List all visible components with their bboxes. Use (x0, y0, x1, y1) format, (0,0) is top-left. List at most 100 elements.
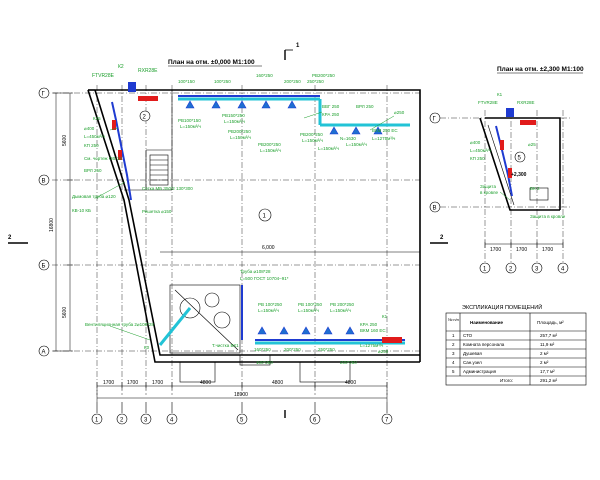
svg-text:5: 5 (518, 156, 522, 162)
svg-text:2: 2 (8, 235, 12, 241)
svg-text:5600: 5600 (62, 307, 68, 318)
svg-text:РВ 200*250: РВ 200*250 (330, 302, 355, 307)
svg-text:L=150м³/ч: L=150м³/ч (346, 142, 367, 147)
svg-text:Труба ⌀108*28: Труба ⌀108*28 (240, 269, 271, 274)
svg-text:100*250: 100*250 (256, 360, 273, 365)
svg-text:2: 2 (440, 235, 444, 241)
svg-text:7: 7 (385, 418, 389, 424)
svg-text:1700: 1700 (127, 380, 138, 386)
svg-text:3: 3 (144, 418, 148, 424)
svg-text:5: 5 (240, 418, 244, 424)
side-plan-walls (479, 117, 561, 211)
svg-text:ВРЛ 250: ВРЛ 250 (84, 168, 102, 173)
svg-text:К2: К2 (118, 64, 124, 70)
section-cut-2: 2 2 (8, 235, 448, 244)
svg-text:Сан.узел: Сан.узел (463, 360, 482, 365)
svg-text:РВ 100*250: РВ 100*250 (298, 302, 323, 307)
svg-text:1700: 1700 (152, 380, 163, 386)
svg-text:в кровле: в кровле (480, 190, 499, 195)
svg-text:RXR28E: RXR28E (138, 68, 158, 74)
svg-text:100*250: 100*250 (214, 79, 231, 84)
svg-text:L=150м³/ч: L=150м³/ч (230, 135, 251, 140)
svg-text:6: 6 (313, 418, 317, 424)
svg-text:1700: 1700 (490, 247, 501, 253)
svg-text:РВ200*250: РВ200*250 (228, 129, 251, 134)
table-header-area: Площадь, м² (537, 320, 564, 325)
table-header-name: Наименование (470, 320, 504, 325)
svg-text:L=150м³/ч: L=150м³/ч (180, 124, 201, 129)
section-mark-1: 1 (284, 43, 300, 418)
svg-text:1700: 1700 (103, 380, 114, 386)
svg-text:160*250: 160*250 (256, 73, 273, 78)
svg-text:В: В (42, 179, 46, 185)
svg-text:2 м²: 2 м² (540, 351, 549, 356)
table-row: 5 (452, 369, 455, 374)
svg-text:РВ100*150: РВ100*150 (178, 118, 201, 123)
svg-text:РВ200*250: РВ200*250 (300, 132, 323, 137)
svg-text:4800: 4800 (200, 380, 211, 386)
svg-text:Б: Б (42, 264, 46, 270)
table-total-value: 291,2 м² (540, 378, 558, 383)
table-total-label: Итого: (500, 378, 513, 383)
svg-text:1: 1 (95, 418, 99, 424)
svg-text:РВ200*250: РВ200*250 (258, 142, 281, 147)
svg-text:17,7 м²: 17,7 м² (540, 369, 555, 374)
svg-text:11,9 м²: 11,9 м² (540, 342, 555, 347)
side-plan-ducts (495, 108, 536, 197)
svg-text:4: 4 (561, 267, 565, 273)
bottom-diffusers (257, 326, 355, 335)
svg-text:ВРЛ 250: ВРЛ 250 (356, 104, 374, 109)
svg-text:⌀250: ⌀250 (394, 110, 405, 115)
svg-text:200*250: 200*250 (284, 347, 301, 352)
main-bottom-dims: 1700 1700 1700 4800 4800 4800 18900 (96, 380, 388, 402)
side-plan-title: План на отм. ±2,300 М1:100 (497, 66, 584, 73)
svg-text:Вентиляционная труба 2⌀108*28: Вентиляционная труба 2⌀108*28 (85, 322, 154, 327)
svg-text:К1: К1 (497, 92, 503, 97)
svg-text:ВК-2: ВК-2 (530, 186, 540, 191)
svg-text:КРА 250: КРА 250 (322, 112, 340, 117)
span-label: 6,000 (262, 245, 275, 251)
svg-text:L=150м³/ч: L=150м³/ч (260, 148, 281, 153)
side-level-mark: +2,300 (511, 172, 527, 178)
svg-text:5600: 5600 (62, 135, 68, 146)
svg-text:Защита в кровле: Защита в кровле (530, 214, 566, 219)
svg-text:ВКМ 160 ЕС: ВКМ 160 ЕС (360, 328, 386, 333)
main-column-markers: 1 2 3 4 5 6 7 (91, 402, 393, 425)
svg-text:⌀250: ⌀250 (378, 349, 389, 354)
svg-text:Г: Г (433, 117, 437, 123)
svg-text:ВВГ 250: ВВГ 250 (322, 104, 340, 109)
svg-text:250*250: 250*250 (318, 347, 335, 352)
room-number-5: 5 (514, 151, 526, 163)
main-annotations: К2 FTVR28E RXR28E 100*150 100*250 160*25… (72, 64, 405, 365)
svg-text:Защита: Защита (480, 184, 496, 189)
svg-text:2: 2 (509, 267, 513, 273)
svg-text:КП 250: КП 250 (470, 156, 485, 161)
svg-text:КВ-10 КБ: КВ-10 КБ (72, 208, 91, 213)
svg-text:3: 3 (535, 267, 539, 273)
svg-text:L=150м³/ч: L=150м³/ч (318, 146, 339, 151)
svg-text:Сетка МБ 350/2 130*300: Сетка МБ 350/2 130*300 (142, 186, 193, 191)
svg-text:L=150м³/ч: L=150м³/ч (258, 308, 279, 313)
svg-text:L=500 ГОСТ 10704–91*: L=500 ГОСТ 10704–91* (240, 276, 289, 281)
svg-text:1: 1 (483, 267, 487, 273)
svg-text:⌀25: ⌀25 (528, 142, 536, 147)
svg-text:СТО: СТО (463, 333, 473, 338)
svg-text:КП 250: КП 250 (84, 143, 99, 148)
svg-text:100*150: 100*150 (178, 79, 195, 84)
svg-text:L=1275м³/ч: L=1275м³/ч (372, 136, 396, 141)
svg-text:ВКМ 250 ЕС: ВКМ 250 ЕС (372, 128, 398, 133)
room-number-2: 2 (139, 110, 151, 122)
svg-text:2: 2 (143, 115, 147, 121)
svg-text:N=1630: N=1630 (340, 136, 356, 141)
svg-text:РВ 100*250: РВ 100*250 (258, 302, 283, 307)
svg-text:РВ150*250: РВ150*250 (222, 113, 245, 118)
svg-text:200*250: 200*250 (340, 360, 357, 365)
svg-text:257,7 м²: 257,7 м² (540, 333, 558, 338)
svg-text:1700: 1700 (516, 247, 527, 253)
svg-text:1: 1 (296, 43, 300, 49)
table-row: 3 (452, 351, 455, 356)
svg-text:Душевая: Душевая (463, 351, 482, 356)
svg-text:250*250: 250*250 (307, 79, 324, 84)
svg-text:2: 2 (120, 418, 124, 424)
svg-text:16800: 16800 (49, 218, 55, 232)
